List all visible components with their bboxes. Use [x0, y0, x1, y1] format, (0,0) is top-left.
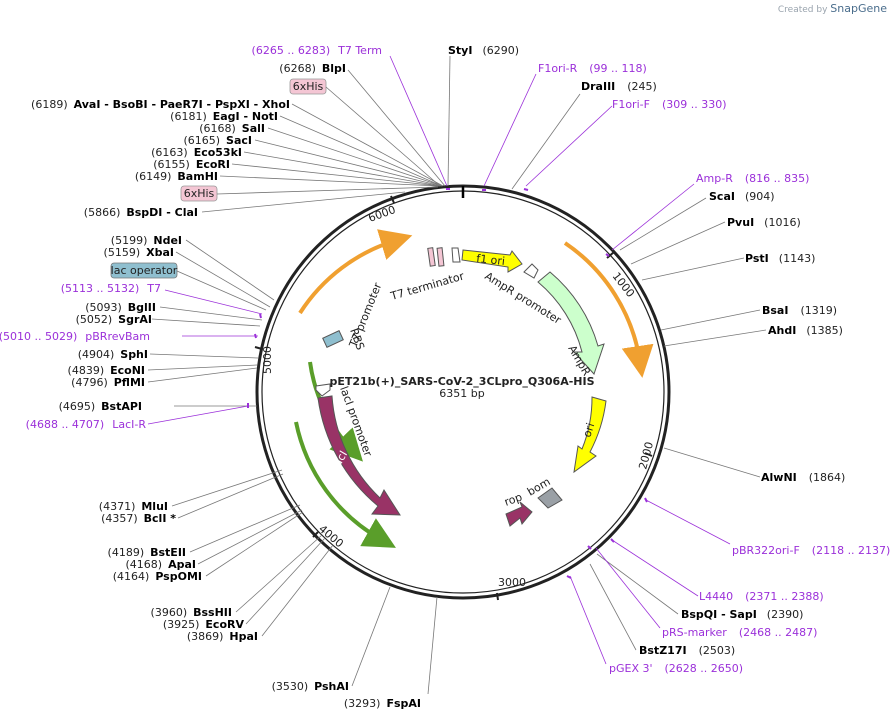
enzyme-label-noti: (6181)EagI - NotI: [170, 110, 278, 123]
primer-label-t7: (5113 .. 5132)T7: [61, 282, 161, 295]
enzyme-label-draiii: DraIII(245): [581, 80, 657, 93]
rop-label: rop: [503, 490, 524, 508]
plasmid-name: pET21b(+)_SARS-CoV-2_3CLpro_Q306A-HIS: [329, 375, 594, 388]
primer-label-f1ori-r: F1ori-R(99 .. 118): [538, 62, 647, 75]
enzyme-label-sali: (6168)SalI: [199, 122, 265, 135]
enzyme-label-xbai: (5159)XbaI: [104, 246, 174, 259]
enzyme-label-ecoNI: (4839)EcoNI: [68, 364, 145, 377]
t7-term-element-2: [436, 247, 445, 267]
enzyme-label-styi: StyI(6290): [448, 44, 519, 57]
enzyme-label-sapi: BspQI - SapI(2390): [681, 608, 803, 621]
enzyme-label-eco53ki: (6163)Eco53kI: [151, 146, 242, 159]
enzyme-label-scai: ScaI(904): [709, 190, 775, 203]
enzyme-label-hpai: (3869)HpaI: [187, 630, 258, 643]
primer-label-pgex-3: pGEX 3'(2628 .. 2650): [609, 662, 743, 675]
enzyme-label-ndei: (5199)NdeI: [111, 234, 182, 247]
ori-label: ori: [580, 421, 597, 439]
tag-lac-operator-leader: [176, 270, 267, 311]
laci-promoter-feature[interactable]: [315, 383, 331, 397]
bom-feature[interactable]: [537, 487, 563, 509]
enzyme-label-bsteii: (4189)BstEII: [108, 546, 186, 559]
enzyme-label-ecori: (6155)EcoRI: [153, 158, 230, 171]
enzyme-label-saci: (6165)SacI: [183, 134, 252, 147]
enzyme-label-blpi: (6268)BlpI: [279, 62, 346, 75]
enzyme-label-pflmi: (4796)PflMI: [71, 376, 145, 389]
enzyme-label-bsai: BsaI(1319): [762, 304, 837, 317]
created-by-text: Created by: [777, 5, 828, 15]
tag-6xhis-mid-leader: [216, 186, 439, 195]
primer-label-t7-term: (6265 .. 6283)T7 Term: [252, 44, 382, 57]
enzyme-label-sphi: (4904)SphI: [78, 348, 148, 361]
t7-term-element-1: [427, 247, 436, 267]
enzyme-label-psti: PstI(1143): [745, 252, 815, 265]
ampr-promoter-feature[interactable]: [523, 263, 539, 279]
primer-label-l4440: L4440(2371 .. 2388): [699, 590, 824, 603]
enzyme-label-pspomi: (4164)PspOMI: [113, 570, 202, 583]
enzyme-label-sgrai: (5052)SgrAI: [76, 313, 152, 326]
primer-lines: [147, 55, 731, 665]
enzyme-label-bsshii: (3960)BssHII: [151, 606, 232, 619]
laci-feature[interactable]: [317, 395, 401, 516]
enzyme-label-apai: (4168)ApaI: [126, 558, 196, 571]
primer-label-pbrrevbam: (5010 .. 5029)pBRrevBam: [0, 330, 150, 343]
enzyme-label-pshai: (3530)PshAI: [272, 680, 349, 693]
leader-lines: [147, 55, 767, 695]
tick-label-3000: 3000: [498, 576, 526, 589]
tick-label-5000: 5000: [261, 346, 274, 374]
ori-feature[interactable]: [573, 396, 607, 474]
tag-6xhis-mid-label: 6xHis: [184, 187, 215, 200]
enzyme-label-ecorv: (3925)EcoRV: [163, 618, 245, 631]
tag-6xhis-top[interactable]: 6xHis: [289, 78, 327, 95]
snapgene-logo: SnapGene: [830, 2, 887, 15]
rbs-feature[interactable]: [322, 330, 344, 348]
enzyme-label-pvui: PvuI(1016): [727, 216, 801, 229]
primer-label-f1ori-f: F1ori-F(309 .. 330): [612, 98, 727, 111]
enzyme-label-fspai: (3293)FspAI: [344, 697, 421, 710]
f1-ori-label: f1 ori: [476, 252, 506, 268]
enzyme-label-bstz17i: BstZ17I(2503): [639, 644, 735, 657]
rop-feature[interactable]: [505, 501, 533, 527]
t7-terminator-feature[interactable]: [451, 247, 461, 263]
tag-6xhis-top-leader: [325, 86, 441, 187]
enzyme-label-clai: (5866)BspDI - ClaI: [84, 206, 198, 219]
primer-label-prs-marker: pRS-marker(2468 .. 2487): [662, 626, 817, 639]
primer-label-laci-r: (4688 .. 4707)LacI-R: [26, 418, 147, 431]
f1-ori-feature[interactable]: [461, 249, 523, 273]
enzyme-label-xhoi: (6189)AvaI - BsoBI - PaeR7I - PspXI - Xh…: [31, 98, 290, 111]
enzyme-label-bglii: (5093)BglII: [85, 301, 156, 314]
tag-6xhis-top-label: 6xHis: [293, 80, 324, 93]
snapgene-brand: Created by SnapGene: [778, 2, 887, 15]
enzyme-label-ahdi: AhdI(1385): [768, 324, 843, 337]
plasmid-length: 6351 bp: [439, 387, 484, 400]
orange-arc-right: [563, 241, 654, 378]
primer-marks: [247, 188, 648, 579]
tag-lac-operator-label: lac operator: [111, 264, 178, 277]
enzyme-label-mlui: (4371)MluI: [99, 500, 168, 513]
primer-label-pbr322ori-f: pBR322ori-F(2118 .. 2137): [732, 544, 890, 557]
ampr-feature[interactable]: [537, 271, 605, 375]
enzyme-label-alwni: AlwNI(1864): [761, 471, 845, 484]
enzyme-label-bamhi: (6149)BamHI: [135, 170, 218, 183]
enzyme-label-bcli: (4357)BclI *: [101, 512, 176, 525]
t7-terminator-label: T7 terminator: [388, 269, 466, 303]
tag-6xhis-mid[interactable]: 6xHis: [180, 185, 218, 202]
green-arc-outer: [294, 421, 396, 548]
primer-label-amp-r: Amp-R(816 .. 835): [696, 172, 809, 185]
tag-lac-operator[interactable]: lac operator: [110, 262, 178, 279]
t7-promoter-label: T7 promoter: [346, 281, 384, 351]
enzyme-label-bstapi: (4695)BstAPI: [59, 400, 142, 413]
orange-arc-left: [298, 229, 413, 315]
